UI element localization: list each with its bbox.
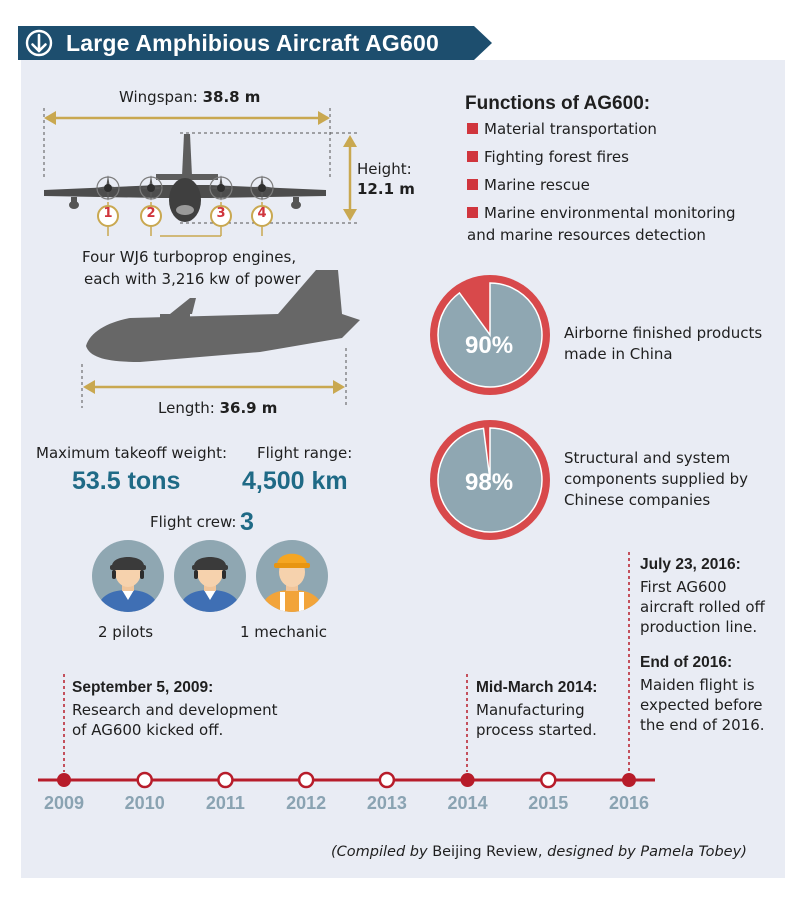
takeoff-weight-value: 53.5 tons — [72, 467, 181, 495]
pie-1-percent: 90% — [465, 332, 514, 359]
functions-title: Functions of AG600: — [465, 93, 651, 114]
event-text-2016-rollout-line3: production line. — [640, 618, 758, 636]
event-date-2016-end: End of 2016: — [640, 654, 733, 671]
arrow-down-circle-icon — [25, 29, 53, 57]
timeline-dot-2011 — [217, 771, 234, 789]
engine-number-2: 2 — [146, 206, 156, 221]
year-label-2012: 2012 — [286, 793, 327, 813]
year-label-2011: 2011 — [205, 793, 245, 813]
takeoff-weight-label: Maximum takeoff weight: — [36, 444, 228, 462]
pilot-icon — [92, 540, 164, 612]
bullet-square-icon — [467, 123, 478, 134]
event-text-2016-rollout-line1: First AG600 — [640, 578, 727, 596]
event-text-2016-end-line3: the end of 2016. — [640, 716, 765, 734]
flight-crew-label: Flight crew: — [150, 513, 237, 531]
timeline-dot-2015 — [540, 771, 557, 789]
pie-slice — [437, 282, 543, 388]
wingspan-label: Wingspan: 38.8 m — [119, 88, 261, 106]
bullet-square-icon — [467, 207, 478, 218]
event-date-2016-rollout: July 23, 2016: — [640, 556, 741, 573]
function-item: Marine environmental monitoring — [467, 204, 736, 222]
pie-chart-1 — [430, 275, 550, 395]
event-text-2016-end-line1: Maiden flight is — [640, 676, 755, 694]
side-view-silhouette — [86, 270, 360, 362]
engine-propellers — [95, 175, 275, 201]
pie-2-text-line2: components supplied by — [564, 470, 749, 488]
year-label-2010: 2010 — [124, 793, 165, 813]
bullet-square-icon — [467, 151, 478, 162]
engine-caption-line2: each with 3,216 kw of power — [84, 270, 301, 288]
engine-number-3: 3 — [216, 206, 226, 221]
height-dimension — [180, 132, 358, 224]
function-item-continued: and marine resources detection — [467, 226, 706, 244]
pie-chart-2 — [430, 420, 550, 540]
year-label-2009: 2009 — [43, 793, 85, 813]
year-label-2013: 2013 — [366, 793, 407, 813]
credit-line: (Compiled by Beijing Review, designed by… — [331, 844, 747, 860]
function-item: Marine rescue — [467, 176, 590, 194]
event-text-2016-rollout-line2: aircraft rolled off — [640, 598, 765, 616]
crew-icons — [92, 540, 328, 612]
function-item: Fighting forest fires — [467, 148, 629, 166]
engine-number-4: 4 — [257, 206, 267, 221]
event-text-2014-line1: Manufacturing — [476, 701, 585, 719]
function-item: Material transportation — [467, 120, 657, 138]
timeline-dot-2014 — [460, 773, 475, 787]
mechanic-label: 1 mechanic — [240, 623, 328, 641]
event-text-2009-line1: Research and development — [72, 701, 278, 719]
engine-number-1: 1 — [103, 206, 113, 221]
event-date-2014: Mid-March 2014: — [476, 679, 598, 696]
year-label-2015: 2015 — [528, 793, 569, 813]
event-date-2009: September 5, 2009: — [72, 679, 214, 696]
pie-2-text-line3: Chinese companies — [564, 491, 711, 509]
pie-1-text-line2: made in China — [564, 345, 673, 363]
event-text-2016-end-line2: expected before — [640, 696, 763, 714]
page-title: Large Amphibious Aircraft AG600 — [66, 30, 439, 56]
timeline-dot-2012 — [297, 771, 315, 789]
pie-slice — [437, 427, 543, 533]
timeline-dot-2016 — [622, 773, 636, 787]
length-label: Length: 36.9 m — [158, 399, 278, 417]
aircraft-diagram — [43, 108, 360, 408]
timeline-dot-2010 — [136, 771, 153, 789]
title-banner — [18, 26, 492, 60]
timeline-dot-2013 — [378, 771, 396, 789]
event-text-2014-line2: process started. — [476, 721, 597, 739]
bullet-square-icon — [467, 179, 478, 190]
timeline — [38, 552, 655, 789]
year-label-2016: 2016 — [608, 793, 650, 813]
flight-range-value: 4,500 km — [242, 467, 348, 495]
height-label: Height: — [357, 160, 412, 178]
event-text-2009-line2: of AG600 kicked off. — [72, 721, 224, 739]
year-label-2014: 2014 — [447, 793, 488, 813]
pilots-label: 2 pilots — [98, 623, 154, 641]
height-value: 12.1 m — [357, 180, 415, 198]
timeline-dot-2009 — [57, 773, 71, 787]
flight-range-label: Flight range: — [257, 444, 353, 462]
flight-crew-value: 3 — [240, 508, 254, 536]
pie-1-text-line1: Airborne finished products — [564, 324, 763, 342]
engine-caption-line1: Four WJ6 turboprop engines, — [82, 248, 297, 266]
wingspan-dimension — [43, 108, 331, 178]
mechanic-icon — [256, 540, 328, 612]
pie-2-percent: 98% — [465, 469, 514, 496]
pie-2-text-line1: Structural and system — [564, 449, 731, 467]
length-dimension — [81, 348, 347, 408]
pilot-icon — [174, 540, 246, 612]
